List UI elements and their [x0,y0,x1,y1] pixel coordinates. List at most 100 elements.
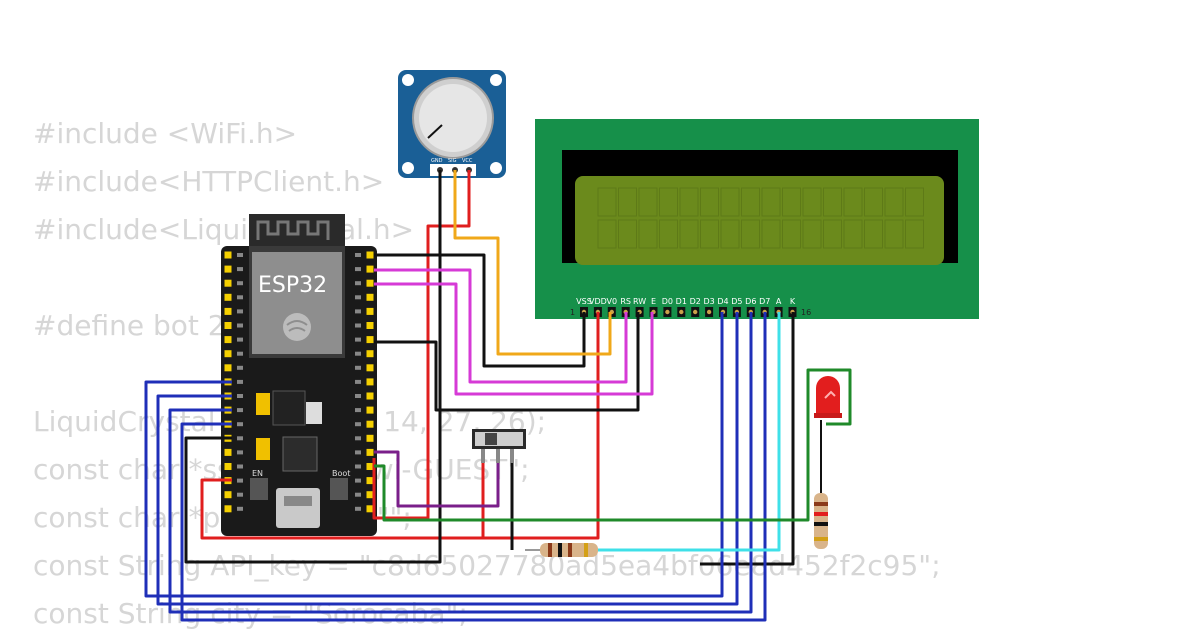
esp32-header-pin[interactable] [224,491,232,499]
esp32-pin-silkscreen [237,422,243,427]
esp32-header-pin[interactable] [366,322,374,329]
wire-red-vdd[interactable] [200,312,600,540]
esp32-pin-silkscreen [355,422,361,427]
wire-magenta-rs[interactable] [374,268,628,384]
lcd-char-cell [905,187,924,217]
wires [144,170,852,622]
esp32-header-pin[interactable] [224,505,232,513]
esp32-header-pin[interactable] [366,364,374,372]
esp32-pin-silkscreen [355,337,361,342]
esp32-header-pin[interactable] [366,434,374,442]
en-button[interactable] [250,478,268,500]
lcd-char-cell [802,219,822,249]
lcd-pin-label: V0 [607,297,618,306]
lcd-char-cell [884,219,904,249]
lcd-pin-pad [679,309,684,315]
switch-knob[interactable] [485,433,497,445]
esp32-pin-silkscreen [237,281,243,286]
lcd-pin-label: VSS [576,297,592,306]
esp32-header-pin[interactable] [366,491,374,499]
lcd-character-grid [597,187,924,249]
esp32-board[interactable]: ESP32 EN Boot [221,214,377,536]
lcd-char-cell [618,219,637,249]
pot-mount-hole [402,74,414,86]
boot-button[interactable] [330,478,348,500]
potentiometer[interactable]: GND SIG VCC [398,70,506,178]
pot-mount-hole [402,162,414,174]
lcd-pin-label: D5 [731,297,742,306]
esp32-header-pin[interactable] [224,322,232,329]
resistor-band [558,543,562,557]
wire-magenta-e[interactable] [374,282,654,396]
esp32-header-pin[interactable] [366,293,374,301]
antenna-trace [256,220,330,240]
esp32-header-pin[interactable] [366,279,374,287]
slide-switch[interactable] [472,429,526,449]
esp32-header-pin[interactable] [366,265,374,273]
esp32-header-pin[interactable] [224,448,232,456]
esp32-header-pin[interactable] [224,265,232,273]
lcd-pin-label: A [776,297,782,306]
wire-cyan-a[interactable] [598,312,781,552]
wire-blue-d7[interactable] [180,312,767,622]
esp32-header-pin[interactable] [224,463,232,470]
resistor-vertical[interactable] [814,493,828,549]
esp32-header-pin[interactable] [224,293,232,301]
resistor-band [548,543,552,557]
esp32-header-pin[interactable] [224,307,232,315]
esp32-header-pin[interactable] [366,350,374,358]
lcd-char-cell [884,187,904,217]
lcd-char-cell [618,187,637,217]
esp32-header-pin[interactable] [366,448,374,456]
pot-knob-face [419,84,487,152]
pot-pin-sig-label: SIG [448,158,457,164]
wire-red-vcc[interactable] [372,170,471,520]
esp32-pin-silkscreen [237,379,243,384]
esp32-header-pin[interactable] [366,378,374,386]
usb-uart-chip [282,436,318,472]
wire-black-k[interactable] [700,312,795,566]
resistor-band [814,537,828,541]
wire-black-pot-gnd[interactable] [184,170,442,564]
resistor-band [584,543,588,557]
wire-orange-sig[interactable] [453,170,612,356]
usb-port[interactable] [276,488,320,528]
esp32-header-pin[interactable] [366,392,374,400]
esp32-header-pin[interactable] [224,336,232,344]
esp32-header-pin[interactable] [224,279,232,287]
wire-black-gnd-vss[interactable] [374,253,586,368]
esp32-header-pin[interactable] [224,364,232,372]
wire-blue-d6[interactable] [168,312,753,614]
esp32-header-pin[interactable] [366,505,374,513]
wire-purple-button[interactable] [374,450,500,508]
smd-component [256,393,270,415]
esp32-pin-silkscreen [237,464,243,469]
red-led[interactable] [814,376,842,418]
esp32-header-pin[interactable] [224,350,232,358]
wire-black-rw[interactable] [374,312,640,412]
esp32-pin-silkscreen [355,506,361,511]
esp32-header-pin[interactable] [366,406,374,414]
esp32-pin-silkscreen [355,351,361,356]
esp32-pin-silkscreen [355,492,361,497]
wire-blue-d4[interactable] [144,312,724,598]
esp32-header-pin[interactable] [224,251,232,259]
esp32-header-pin[interactable] [366,463,374,470]
esp32-label: ESP32 [258,273,327,298]
esp32-pin-silkscreen [237,394,243,398]
wire-green-led[interactable] [374,368,852,522]
wire-blue-d5[interactable] [156,312,739,606]
esp32-header-pin[interactable] [366,420,374,428]
resistor-horizontal[interactable] [525,543,610,557]
esp32-pin-silkscreen [237,323,243,328]
esp32-header-pin[interactable] [366,307,374,315]
esp32-header-pin[interactable] [366,336,374,344]
esp32-header-pin[interactable] [366,477,374,485]
resistor-band [568,543,572,557]
usb-port-slot [284,496,312,506]
lcd-char-cell [823,187,842,217]
esp32-pin-silkscreen [237,253,243,257]
esp32-header-pin[interactable] [366,251,374,259]
